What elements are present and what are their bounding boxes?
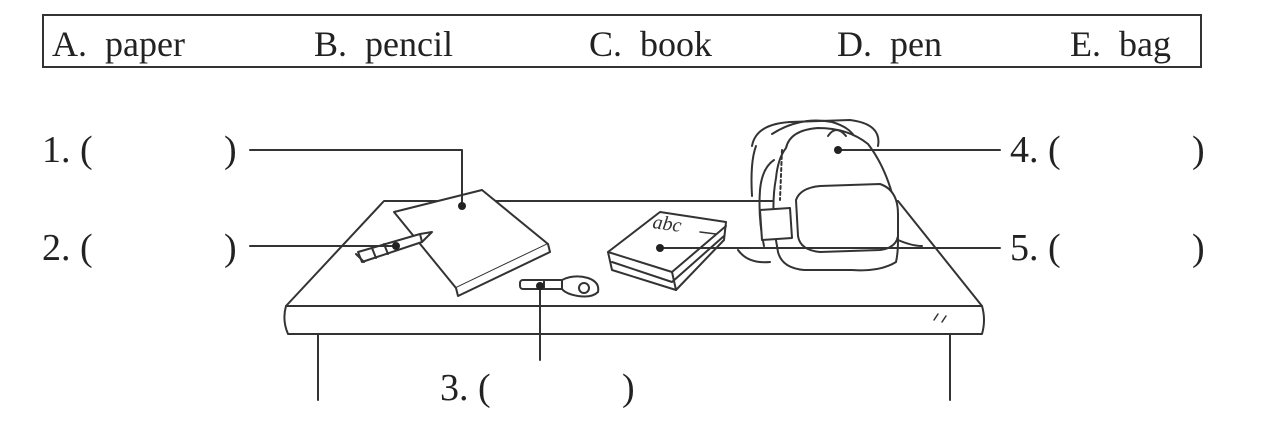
bag-illustration	[737, 119, 923, 272]
dot-pen	[536, 282, 544, 290]
option-a: A. paper	[52, 24, 185, 64]
leader-lines	[249, 149, 1001, 361]
book-illustration: abc	[607, 211, 727, 291]
paper-illustration	[393, 189, 551, 297]
dot-paper	[458, 202, 466, 210]
answer-5: 5. ()	[1010, 227, 1205, 269]
pen-illustration	[519, 275, 600, 298]
option-d: D. pen	[837, 24, 942, 64]
answer-2: 2. ()	[42, 227, 237, 269]
answer-3: 3. ()	[440, 367, 635, 409]
option-b: B. pencil	[314, 24, 453, 64]
word-bank-box: A. paper B. pencil C. book D. pen E. bag	[42, 14, 1202, 68]
dot-book	[656, 244, 664, 252]
book-cover-text: abc	[651, 211, 683, 237]
answer-4: 4. ()	[1010, 129, 1205, 171]
option-e: E. bag	[1070, 24, 1171, 64]
answer-1: 1. ()	[42, 129, 237, 171]
dot-pencil	[392, 242, 400, 250]
option-c: C. book	[589, 24, 713, 64]
dot-bag	[834, 146, 842, 154]
